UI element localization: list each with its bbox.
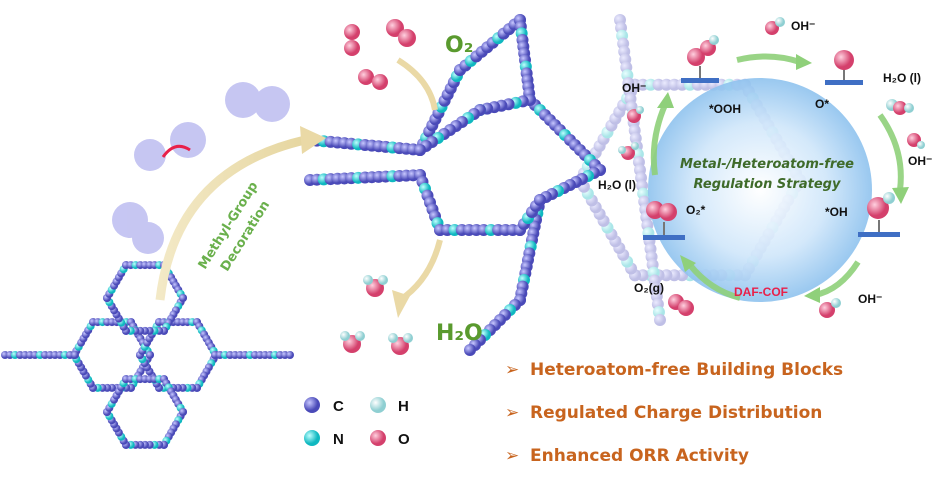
legend-h-label: H xyxy=(398,398,409,415)
free-molecules xyxy=(618,17,925,318)
label-o: O* xyxy=(815,97,829,111)
framework-atom xyxy=(179,408,187,416)
catalyst-label: DAF-COF xyxy=(734,285,788,299)
strategy-line1: Metal-/Heteroatom-free xyxy=(680,157,854,172)
highlight-3: Enhanced ORR Activity xyxy=(530,446,749,466)
legend-n-label: N xyxy=(333,431,344,448)
strategy-sphere xyxy=(648,78,872,302)
highlight-1: Heteroatom-free Building Blocks xyxy=(530,360,843,380)
label-oh-left: OH⁻ xyxy=(622,81,646,95)
atom-legend: C H N O xyxy=(304,397,410,448)
highlights-list: ➢ Heteroatom-free Building Blocks ➢ Regu… xyxy=(505,360,843,466)
o2-in-arrow xyxy=(396,57,438,111)
framework-atom xyxy=(654,314,666,326)
label-o2-gas: O₂(g) xyxy=(634,281,664,295)
framework-atom xyxy=(464,344,476,356)
h2o-out-arrow xyxy=(398,239,443,303)
label-oh-right: OH⁻ xyxy=(908,154,932,168)
label-oh: *OH xyxy=(825,205,848,219)
label-oh-top: OH⁻ xyxy=(791,19,815,33)
o2-label: O₂ xyxy=(445,33,473,58)
cycle-arrowheads xyxy=(657,54,909,303)
h2o-label: H₂O xyxy=(436,321,483,346)
methyl-decoration-arrow xyxy=(155,135,307,301)
adsorbate-ooh xyxy=(681,35,719,83)
h2o-molecules xyxy=(340,275,413,355)
cof-framework-small xyxy=(1,261,294,449)
label-h2o-right: H₂O (l) xyxy=(883,71,921,85)
label-ooh: *OOH xyxy=(709,102,741,116)
label-o2-ads: O₂* xyxy=(686,203,706,217)
strategy-line2: Regulation Strategy xyxy=(694,177,841,192)
bullet-marker-icon: ➢ xyxy=(505,360,519,380)
rotation-arrow-icon xyxy=(161,144,191,158)
framework-atom xyxy=(534,194,546,206)
label-oh-bottom: OH⁻ xyxy=(858,292,882,306)
adsorbate-oh xyxy=(858,192,900,237)
label-h2o-left: H₂O (l) xyxy=(598,178,636,192)
framework-atom xyxy=(414,144,426,156)
framework-atom xyxy=(71,351,79,359)
cof-framework-main xyxy=(304,14,606,356)
highlight-2: Regulated Charge Distribution xyxy=(530,403,822,423)
legend-o-label: O xyxy=(398,431,410,448)
legend-o-icon xyxy=(370,430,386,446)
o2-molecules xyxy=(344,19,416,90)
legend-c-label: C xyxy=(333,398,344,415)
legend-n-icon xyxy=(304,430,320,446)
framework-atom xyxy=(179,294,187,302)
biphenyl-molecules xyxy=(112,82,290,254)
legend-h-icon xyxy=(370,397,386,413)
framework-atom xyxy=(146,351,154,359)
methyl-arrow-head xyxy=(300,126,326,154)
bullet-marker-icon: ➢ xyxy=(505,403,519,423)
adsorbate-o xyxy=(825,50,863,85)
framework-atom xyxy=(286,351,294,359)
bullet-marker-icon: ➢ xyxy=(505,446,519,466)
adsorbate-o2 xyxy=(643,201,685,240)
legend-c-icon xyxy=(304,397,320,413)
